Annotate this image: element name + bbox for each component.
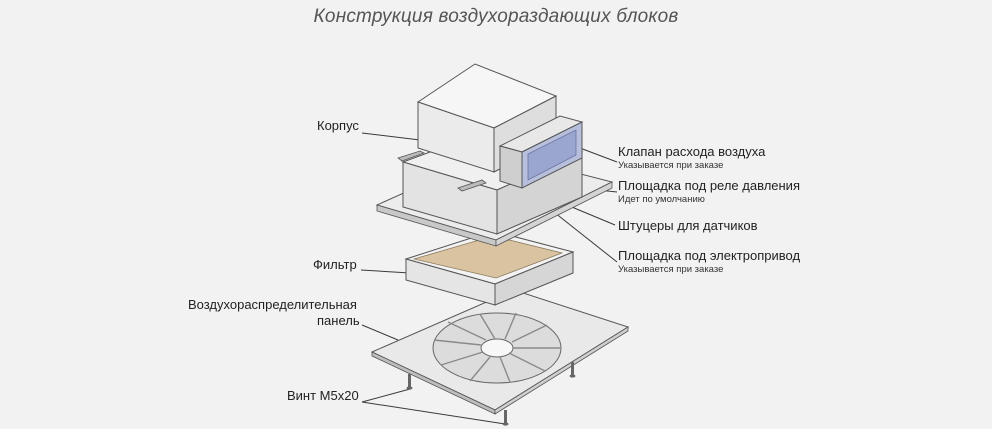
label-valve: Клапан расхода воздуха — [618, 144, 766, 159]
label-korpus: Корпус — [317, 118, 359, 133]
air-flow-valve — [498, 115, 584, 189]
distribution-panel — [370, 289, 630, 415]
label-screw: Винт М5х20 — [287, 388, 359, 403]
leader-screw-2 — [361, 401, 506, 425]
leader-filter — [360, 269, 411, 274]
filter — [404, 230, 575, 306]
label-panel-line1: Воздухораспределительная — [188, 297, 357, 312]
leader-panel — [361, 324, 399, 341]
label-fittings: Штуцеры для датчиков — [618, 218, 758, 233]
leader-korpus — [361, 132, 421, 141]
screws — [406, 362, 576, 426]
leader-valve — [579, 147, 618, 163]
leader-screw-1 — [361, 388, 411, 403]
note-relay: Идет по умолчанию — [618, 194, 705, 205]
note-valve: Указывается при заказе — [618, 160, 724, 171]
label-filter: Фильтр — [313, 257, 357, 272]
note-drive: Указывается при заказе — [618, 264, 724, 275]
label-drive: Площадка под электропривод — [618, 248, 801, 263]
label-relay: Площадка под реле давления — [618, 178, 800, 193]
diagram-title: Конструкция воздухораздающих блоков — [313, 6, 679, 27]
label-panel-line2: панель — [317, 313, 360, 328]
